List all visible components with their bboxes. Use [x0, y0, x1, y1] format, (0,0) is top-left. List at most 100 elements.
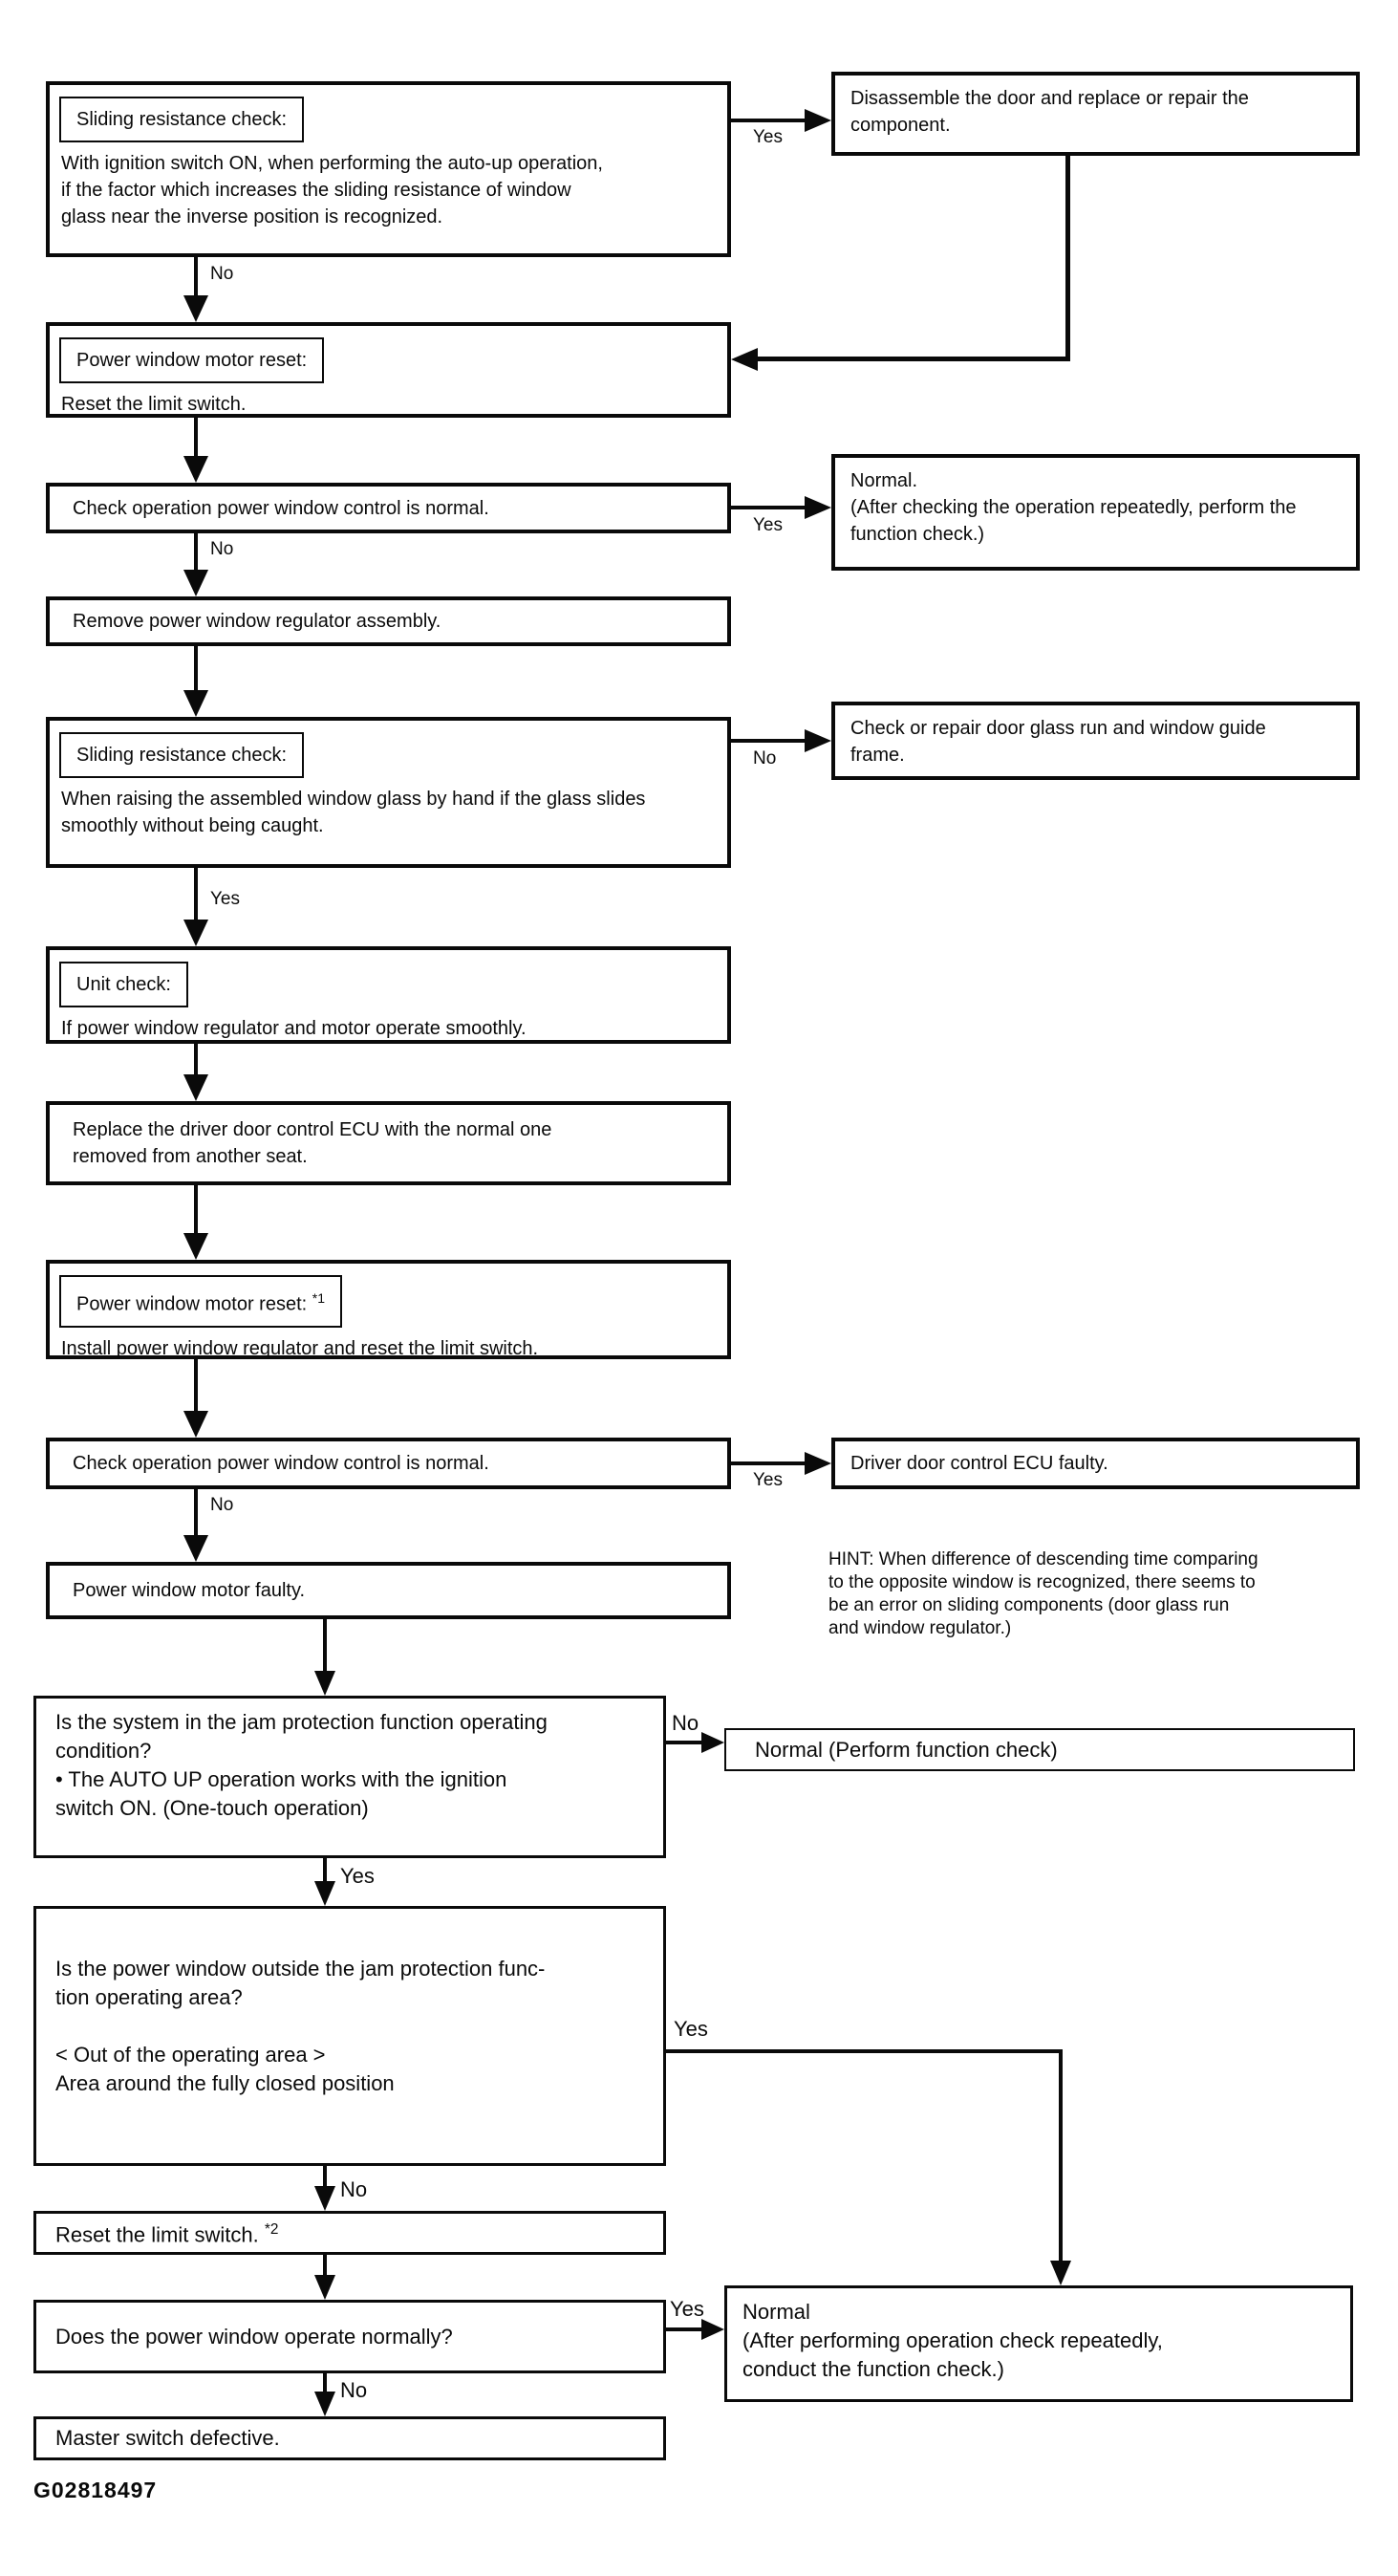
node-text: Is the system in the jam protection func… [55, 1710, 548, 1820]
connector-line [731, 119, 807, 122]
node-body: With ignition switch ON, when performing… [61, 153, 603, 227]
arrowhead-right [805, 1452, 831, 1475]
branch-label-yes: Yes [674, 2017, 708, 2041]
node-text: Driver door control ECU faulty. [850, 1453, 1108, 1474]
connector-line [323, 1858, 327, 1883]
node-jam-condition: Is the system in the jam protection func… [33, 1696, 666, 1858]
footnote-marker: *1 [312, 1290, 325, 1306]
node-title-box: Sliding resistance check: [59, 97, 305, 142]
connector-line [194, 1185, 198, 1235]
branch-label-yes: Yes [753, 1470, 783, 1490]
node-title-box: Power window motor reset: [59, 337, 325, 383]
connector-line [194, 1044, 198, 1076]
node-master-switch-defective: Master switch defective. [33, 2416, 666, 2460]
branch-label-no: No [340, 2378, 368, 2402]
branch-label-no: No [210, 264, 234, 284]
branch-label-no: No [340, 2177, 368, 2201]
arrowhead-down [183, 570, 208, 596]
node-text: Check operation power window control is … [73, 1453, 489, 1474]
node-title: Power window motor reset: [76, 1293, 308, 1315]
node-body: If power window regulator and motor oper… [61, 1018, 527, 1039]
arrowhead-down [183, 1535, 208, 1562]
node-title: Unit check: [76, 974, 171, 995]
arrowhead-down [1050, 2261, 1071, 2285]
connector-line [323, 2166, 327, 2188]
node-text: Master switch defective. [55, 2426, 280, 2450]
arrowhead-right [805, 109, 831, 132]
arrowhead-right [805, 496, 831, 519]
node-disassemble-door: Disassemble the door and replace or repa… [831, 72, 1360, 156]
arrowhead-down [183, 1074, 208, 1101]
node-check-operation-1: Check operation power window control is … [46, 483, 731, 533]
arrowhead-down [183, 1411, 208, 1438]
node-title: Sliding resistance check: [76, 109, 288, 130]
node-normal-after-check: Normal. (After checking the operation re… [831, 454, 1360, 571]
connector-line [194, 257, 198, 299]
connector-line [323, 2373, 327, 2393]
node-check-operation-2: Check operation power window control is … [46, 1438, 731, 1489]
branch-label-no: No [210, 539, 234, 559]
node-check-repair-glass-run: Check or repair door glass run and windo… [831, 702, 1360, 780]
footnote-marker: *2 [264, 2221, 279, 2239]
figure-id: G02818497 [33, 2478, 158, 2502]
arrowhead-down [183, 295, 208, 322]
node-sliding-resistance-check-1: Sliding resistance check: With ignition … [46, 81, 731, 257]
connector-line [323, 1619, 327, 1673]
node-title-box: Power window motor reset: *1 [59, 1275, 342, 1328]
connector-line [194, 1359, 198, 1413]
branch-label-yes: Yes [340, 1864, 375, 1888]
node-text-wrap: Reset the limit switch. *2 [55, 2216, 278, 2249]
node-text: Check or repair door glass run and windo… [850, 718, 1266, 766]
node-power-window-motor-reset-1: Power window motor reset: Reset the limi… [46, 322, 731, 418]
arrowhead-right [701, 2319, 724, 2340]
node-text: Remove power window regulator assembly. [73, 611, 441, 632]
branch-label-no: No [210, 1495, 234, 1515]
node-normal-repeat-check: Normal (After performing operation check… [724, 2285, 1353, 2402]
node-replace-ecu: Replace the driver door control ECU with… [46, 1101, 731, 1185]
node-title-box: Sliding resistance check: [59, 732, 305, 778]
node-title: Sliding resistance check: [76, 745, 288, 766]
node-text: Check operation power window control is … [73, 497, 489, 519]
arrowhead-down [183, 456, 208, 483]
arrowhead-down [314, 1881, 335, 1906]
branch-label-yes: Yes [753, 127, 783, 147]
arrowhead-down [314, 2392, 335, 2416]
arrowhead-down [183, 920, 208, 946]
arrowhead-down [314, 2186, 335, 2211]
branch-label-no: No [672, 1711, 699, 1735]
node-text: Does the power window operate normally? [55, 2324, 453, 2349]
connector-line [194, 646, 198, 692]
node-title-box: Unit check: [59, 962, 188, 1007]
branch-label-no: No [753, 748, 777, 768]
node-text: Normal. (After checking the operation re… [850, 470, 1297, 545]
node-text: Normal (Perform function check) [755, 1737, 1058, 1762]
hint-note: HINT: When difference of descending time… [828, 1549, 1258, 1638]
node-operate-normally: Does the power window operate normally? [33, 2300, 666, 2373]
node-text: Reset the limit switch. [55, 2222, 259, 2247]
arrowhead-right [701, 1732, 724, 1753]
arrowhead-down [183, 690, 208, 717]
connector-line [1065, 156, 1070, 360]
connector-line [194, 533, 198, 572]
branch-label-yes: Yes [210, 889, 240, 909]
node-text: Disassemble the door and replace or repa… [850, 88, 1249, 136]
arrowhead-left [731, 348, 758, 371]
branch-label-yes: Yes [753, 515, 783, 535]
connector-line [666, 1741, 703, 1744]
node-body: When raising the assembled window glass … [61, 789, 646, 836]
connector-line [194, 417, 198, 458]
node-ecu-faulty: Driver door control ECU faulty. [831, 1438, 1360, 1489]
connector-line [1059, 2049, 1063, 2262]
connector-line [666, 2049, 1063, 2053]
node-text: Normal (After performing operation check… [742, 2300, 1163, 2381]
arrowhead-down [314, 1671, 335, 1696]
node-jam-area: Is the power window outside the jam prot… [33, 1906, 666, 2166]
node-normal-perform-function-check: Normal (Perform function check) [724, 1728, 1355, 1771]
connector-line [756, 357, 1070, 361]
node-body: Install power window regulator and reset… [61, 1337, 539, 1359]
node-text: Is the power window outside the jam prot… [55, 1957, 546, 2095]
node-reset-limit-switch: Reset the limit switch. *2 [33, 2211, 666, 2255]
node-text: Power window motor faulty. [73, 1580, 306, 1601]
connector-line [731, 506, 807, 509]
